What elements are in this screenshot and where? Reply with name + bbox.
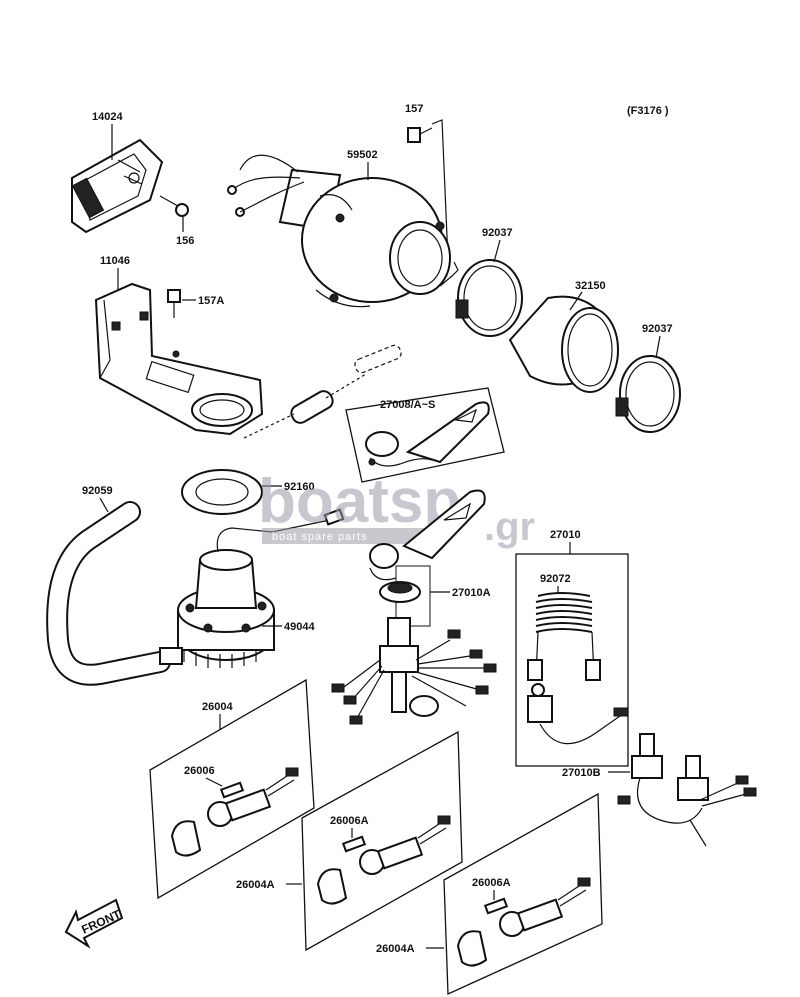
part-157-bolt[interactable] — [407, 127, 433, 143]
part-26004A-fuse-holder-2[interactable] — [456, 877, 591, 967]
front-arrow: FRONT — [64, 898, 123, 949]
watermark: boatsp .gr boat spare parts — [258, 467, 535, 549]
part-27010A-nut[interactable] — [379, 565, 431, 627]
label-14024: 14024 — [92, 111, 123, 123]
watermark-brand: boatsp — [258, 467, 461, 536]
part-92160-seal[interactable] — [181, 469, 263, 515]
label-92037-lower: 92037 — [642, 323, 673, 335]
label-26004A-1: 26004A — [236, 879, 275, 891]
part-ignition-key-fob[interactable] — [369, 489, 486, 581]
label-92160: 92160 — [284, 481, 315, 493]
label-27010: 27010 — [550, 529, 581, 541]
label-26004: 26004 — [202, 701, 233, 713]
part-27008-key-box — [345, 387, 505, 483]
part-fuse-dashed — [354, 344, 402, 374]
part-26004-box — [149, 678, 315, 900]
part-157A-bolt[interactable] — [167, 289, 181, 318]
part-32150-duct[interactable] — [508, 295, 619, 393]
part-27010B-switches[interactable] — [617, 733, 757, 847]
part-26004A-box-2 — [443, 792, 603, 995]
label-92059: 92059 — [82, 485, 113, 497]
label-11046: 11046 — [100, 255, 130, 267]
label-27010A: 27010A — [452, 587, 491, 599]
part-14024-cover[interactable] — [71, 138, 164, 234]
label-59502: 59502 — [347, 149, 378, 161]
part-49044-bilge-pump[interactable] — [159, 508, 345, 668]
part-92072-coil-cord[interactable] — [527, 592, 629, 745]
label-157: 157 — [405, 103, 423, 115]
label-27010B: 27010B — [562, 767, 601, 779]
part-92059-hose[interactable] — [46, 501, 171, 686]
label-26004A-2: 26004A — [376, 943, 415, 955]
part-27008-key[interactable] — [365, 401, 490, 467]
part-92037-clamp-upper[interactable] — [455, 259, 523, 337]
label-157A: 157A — [198, 295, 224, 307]
figure-code: (F3176 ) — [627, 105, 669, 117]
part-sleeve[interactable] — [288, 388, 335, 426]
label-26006A-1: 26006A — [330, 815, 369, 827]
label-49044: 49044 — [284, 621, 315, 633]
label-156: 156 — [176, 235, 194, 247]
label-92037-upper: 92037 — [482, 227, 513, 239]
part-26004A-box-1 — [301, 730, 463, 952]
part-26006A-fuse-1[interactable] — [341, 835, 367, 853]
part-11046-bracket[interactable] — [94, 282, 264, 436]
part-156-screw[interactable] — [159, 195, 189, 217]
part-26004-fuse-holder[interactable] — [170, 767, 299, 857]
part-main-switch-harness[interactable] — [331, 617, 497, 725]
part-26006-fuse[interactable] — [219, 781, 245, 799]
part-27010-box — [515, 553, 629, 767]
label-26006: 26006 — [184, 765, 215, 777]
label-32150: 32150 — [575, 280, 606, 292]
watermark-tagline: boat spare parts — [272, 531, 368, 543]
part-26004A-fuse-holder-1[interactable] — [316, 815, 451, 905]
part-26006A-fuse-2[interactable] — [483, 897, 509, 915]
part-59502-blower[interactable] — [227, 154, 459, 308]
label-27008: 27008/A~S — [380, 399, 435, 411]
label-26006A-2: 26006A — [472, 877, 511, 889]
label-92072: 92072 — [540, 573, 571, 585]
part-92037-clamp-lower[interactable] — [615, 355, 681, 433]
watermark-suffix: .gr — [484, 505, 535, 549]
